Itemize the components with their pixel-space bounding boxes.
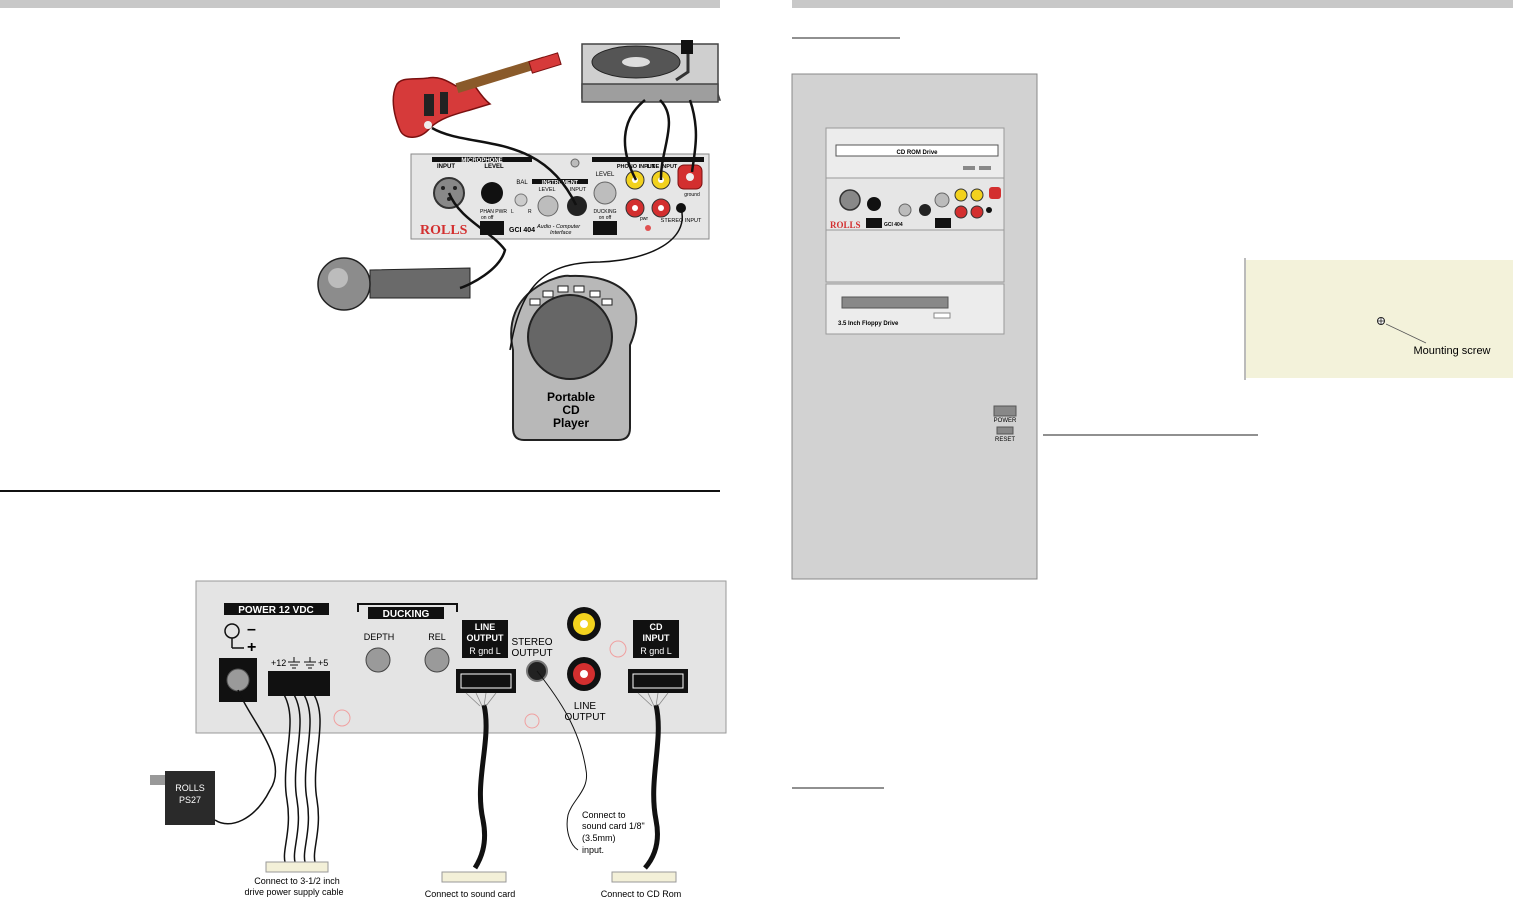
electric-guitar-icon bbox=[392, 52, 562, 138]
power-button bbox=[993, 405, 1017, 417]
rel-label: REL bbox=[428, 632, 446, 642]
bal-knob bbox=[514, 193, 528, 207]
mic-header-label: MICROPHONE bbox=[461, 158, 502, 164]
gci404-front-panel: MICROPHONE INPUT LEVEL BAL L R INSTRUMEN… bbox=[410, 153, 710, 240]
pwr-label: pwr bbox=[640, 216, 648, 222]
level-label: LEVEL bbox=[596, 172, 615, 178]
ducking-label: DUCKING bbox=[593, 209, 616, 215]
screw-icon bbox=[570, 158, 580, 168]
ps27-power-supply bbox=[165, 771, 215, 825]
conn-cdrom-label: Connect to CD Rom bbox=[601, 889, 682, 899]
floppy-label: 3.5 Inch Floppy Drive bbox=[838, 321, 899, 327]
line-output2-l1: LINE bbox=[574, 701, 597, 712]
left-header-rule bbox=[0, 0, 720, 8]
minus-label: – bbox=[247, 621, 256, 638]
instrument-header-label: INSTRUMENT bbox=[542, 180, 579, 186]
line-output-box-l2: OUTPUT bbox=[467, 633, 505, 643]
ducking-onoff-label: on off bbox=[599, 215, 612, 221]
cd-input-l1: CD bbox=[650, 622, 663, 632]
depth-knob bbox=[365, 647, 391, 673]
cd-player-line2: CD bbox=[562, 403, 580, 417]
top-connection-diagram: MICROPHONE INPUT LEVEL BAL L R INSTRUMEN… bbox=[317, 40, 722, 441]
rear-panel-diagram: POWER 12 VDC – + +12 +5 DUCKING DEPTH RE… bbox=[150, 580, 727, 899]
subtitle1-label: Audio - Computer bbox=[536, 224, 581, 230]
turntable-icon bbox=[581, 40, 722, 103]
bal-r-label: R bbox=[528, 209, 532, 215]
portable-cd-player-icon: Portable CD Player bbox=[510, 274, 638, 441]
stereo-output-l2: OUTPUT bbox=[511, 648, 552, 659]
line-output-box-l3: R gnd L bbox=[469, 646, 501, 656]
mini-brand-label: ROLLS bbox=[830, 220, 861, 230]
line-output2-l2: OUTPUT bbox=[564, 712, 605, 723]
inst-level-label: LEVEL bbox=[538, 187, 555, 193]
sound-note-l3: (3.5mm) bbox=[582, 833, 616, 843]
pin-plus5-label: +5 bbox=[318, 658, 328, 668]
mic-input-label: INPUT bbox=[437, 164, 455, 170]
line-output-box-l1: LINE bbox=[475, 622, 496, 632]
mic-level-knob bbox=[481, 182, 503, 204]
phan-pwr-label: PHAN PWR bbox=[480, 209, 507, 215]
depth-label: DEPTH bbox=[364, 632, 395, 642]
cdrom-label: CD ROM Drive bbox=[896, 150, 938, 156]
pc-front-diagram: CD ROM Drive ROLLS GCI 404 3.5 Inch Flop… bbox=[791, 73, 1038, 580]
cd-player-line3: Player bbox=[553, 416, 589, 430]
ground-symbols-icon bbox=[288, 657, 316, 669]
conn-power-l1: Connect to 3-1/2 inch bbox=[254, 876, 340, 886]
inst-input-jack bbox=[567, 196, 587, 216]
cd-input-connector bbox=[628, 669, 688, 693]
sound-note-l4: input. bbox=[582, 845, 604, 855]
conn-power-l2: drive power supply cable bbox=[244, 887, 343, 897]
inst-level-knob bbox=[537, 195, 559, 217]
reset-label: RESET bbox=[995, 437, 1015, 443]
ground-label: ground bbox=[684, 192, 700, 198]
subtitle2-label: Interface bbox=[550, 230, 571, 236]
sound-note-l1: Connect to bbox=[582, 810, 626, 820]
inst-input-label: INPUT bbox=[570, 187, 587, 193]
rolls-brand-label: ROLLS bbox=[420, 223, 468, 238]
dc-polarity-icon bbox=[224, 623, 244, 649]
phan-onoff-label: on off bbox=[481, 215, 494, 221]
stereo-output-l1: STEREO bbox=[511, 637, 552, 648]
pin-plus12-label: +12 bbox=[271, 658, 286, 668]
level-knob bbox=[593, 181, 617, 205]
mini-model-label: GCI 404 bbox=[884, 222, 903, 228]
model-label: GCI 404 bbox=[509, 227, 535, 234]
rel-knob bbox=[424, 647, 450, 673]
mounting-screw-label: Mounting screw bbox=[1413, 345, 1490, 357]
microphone-icon bbox=[317, 257, 471, 311]
mic-level-label: LEVEL bbox=[484, 164, 504, 170]
line-output-connector bbox=[456, 669, 516, 693]
plus-label: + bbox=[247, 639, 256, 656]
bal-label: BAL bbox=[516, 180, 528, 186]
power-label: POWER bbox=[994, 418, 1017, 424]
connection-cables bbox=[431, 99, 698, 351]
cd-player-line1: Portable bbox=[547, 390, 595, 404]
sound-note-l2: sound card 1/8" bbox=[582, 821, 645, 831]
psu-l1: ROLLS bbox=[175, 783, 205, 793]
conn-sound-label: Connect to sound card bbox=[425, 889, 516, 899]
right-header-rule bbox=[792, 0, 1513, 8]
rear-cables bbox=[214, 670, 588, 863]
psu-l2: PS27 bbox=[179, 795, 201, 805]
power-header-label: POWER 12 VDC bbox=[238, 605, 314, 616]
bal-l-label: L bbox=[511, 209, 514, 215]
screw-icon bbox=[1377, 317, 1385, 325]
ducking-header-label: DUCKING bbox=[383, 609, 430, 620]
reset-button bbox=[996, 426, 1014, 435]
phono-input-label: PHONO INPUT bbox=[617, 164, 656, 170]
mounting-screw-note: Mounting screw bbox=[1244, 258, 1513, 380]
cd-input-l2: INPUT bbox=[643, 633, 671, 643]
cd-input-l3: R gnd L bbox=[640, 646, 672, 656]
power-header-connector bbox=[268, 671, 330, 696]
stereo-input-label: STEREO INPUT bbox=[661, 218, 702, 224]
